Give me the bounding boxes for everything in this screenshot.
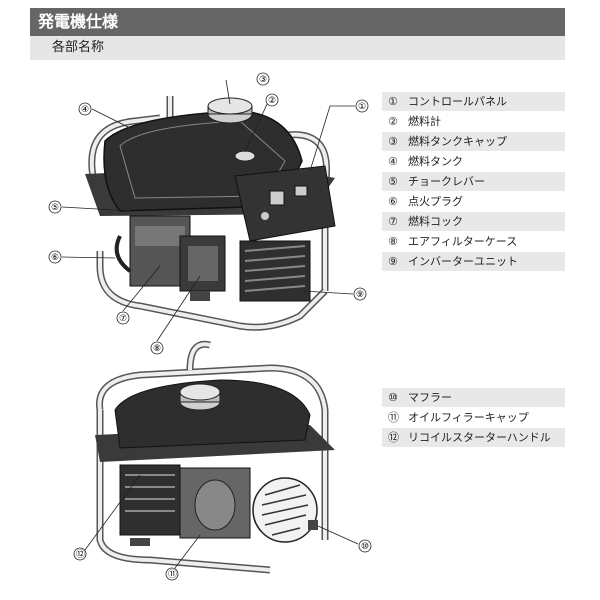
callout-9: ⑨ [356, 290, 364, 300]
generator-rear-diagram: ⑫ ⑪ ⑩ [73, 340, 372, 581]
legend-label: 燃料コック [408, 214, 463, 228]
legend-label: リコイルスターターハンドル [408, 430, 551, 444]
parts-legend-bottom: ⑩ マフラー ⑪ オイルフィラーキャップ ⑫ リコイルスターターハンドル [382, 388, 565, 448]
legend-label: 燃料タンク [408, 154, 463, 168]
legend-label: マフラー [408, 390, 452, 404]
callout-12: ⑫ [76, 549, 85, 560]
callout-11: ⑪ [168, 569, 177, 580]
legend-row: ⑧ エアフィルターケース [382, 232, 565, 252]
callout-10: ⑩ [361, 542, 369, 552]
section-subtitle: 各部名称 [30, 36, 565, 60]
legend-label: 燃料タンクキャップ [408, 134, 507, 148]
legend-num: ⑩ [388, 390, 398, 404]
legend-num: ② [388, 114, 398, 128]
legend-row: ⑪ オイルフィラーキャップ [382, 408, 565, 428]
legend-num: ⑦ [388, 214, 398, 228]
legend-label: 燃料計 [408, 114, 441, 128]
legend-row: ⑩ マフラー [382, 388, 565, 408]
callout-1: ① [358, 102, 366, 112]
legend-label: コントロールパネル [408, 94, 507, 108]
legend-num: ③ [388, 134, 398, 148]
legend-label: インバーターユニット [408, 254, 518, 268]
legend-num: ⑪ [388, 410, 399, 424]
callout-4: ④ [81, 105, 89, 115]
callout-7: ⑦ [119, 314, 127, 324]
legend-row: ⑥ 点火プラグ [382, 192, 565, 212]
callout-6: ⑥ [51, 253, 59, 263]
legend-label: 点火プラグ [408, 194, 463, 208]
legend-row: ⑦ 燃料コック [382, 212, 565, 232]
legend-num: ⑥ [388, 194, 398, 208]
parts-legend-top: ① コントロールパネル ② 燃料計 ③ 燃料タンクキャップ ④ 燃料タンク ⑤ チョークレ… [382, 92, 565, 272]
legend-num: ⑨ [388, 254, 398, 268]
legend-label: エアフィルターケース [408, 234, 518, 248]
legend-num: ① [388, 94, 398, 108]
legend-row: ⑫ リコイルスターターハンドル [382, 428, 565, 448]
legend-row: ④ 燃料タンク [382, 152, 565, 172]
legend-num: ⑫ [388, 430, 399, 444]
legend-row: ③ 燃料タンクキャップ [382, 132, 565, 152]
legend-num: ④ [388, 154, 398, 168]
legend-num: ⑧ [388, 234, 398, 248]
legend-label: オイルフィラーキャップ [408, 410, 529, 424]
callout-8: ⑧ [153, 344, 161, 354]
legend-num: ⑤ [388, 174, 398, 188]
callout-3: ③ [259, 75, 267, 85]
legend-label: チョークレバー [408, 174, 485, 188]
legend-row: ⑤ チョークレバー [382, 172, 565, 192]
legend-row: ⑨ インバーターユニット [382, 252, 565, 272]
legend-row: ① コントロールパネル [382, 92, 565, 112]
callout-5: ⑤ [51, 203, 59, 213]
callout-2: ② [268, 96, 276, 106]
page-title: 発電機仕様 [30, 8, 565, 36]
legend-row: ② 燃料計 [382, 112, 565, 132]
generator-front-diagram: ③ ② ① ④ ⑤ ⑥ ⑦ ⑧ ⑨ [48, 72, 369, 355]
